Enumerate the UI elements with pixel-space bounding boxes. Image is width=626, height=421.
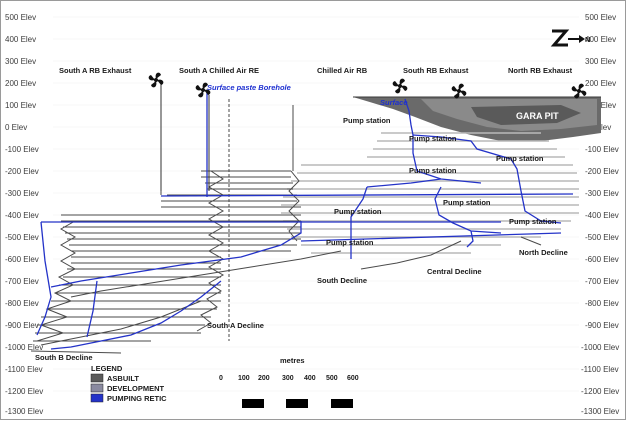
elev-label-left: -1200 Elev [5,387,43,396]
legend-label: ASBUILT [107,374,139,383]
elev-label-left: 300 Elev [5,57,36,66]
elev-label-right: 500 Elev [585,13,616,22]
vent-label: Chilled Air RB [317,66,368,75]
decline-label: South B Decline [35,353,93,362]
fan-icon [148,72,164,88]
surface-label: Surface [380,98,408,107]
pump-station-label: Pump station [496,154,544,163]
pump-station-label: Pump station [343,116,391,125]
legend-swatch-asbuilt [90,373,104,383]
legend-label: DEVELOPMENT [107,384,165,393]
decline-label: Central Decline [427,267,482,276]
elev-label-right: -400 Elev [585,211,619,220]
elev-label-left: 400 Elev [5,35,36,44]
vent-label: South RB Exhaust [403,66,469,75]
elev-label-left: -500 Elev [5,233,39,242]
scale-tick-label: 500 [326,375,338,382]
elev-label-left: -300 Elev [5,189,39,198]
legend: LEGEND ASBUILT DEVELOPMENT PUMPING RETIC [90,364,167,403]
scale-tick-label: 0 [219,375,223,382]
elev-label-left: 100 Elev [5,101,36,110]
decline-label: South A Decline [207,321,264,330]
elev-label-right: -1000 Elev [581,343,619,352]
elev-label-right: -200 Elev [585,167,619,176]
elev-label-right: -600 Elev [585,255,619,264]
pump-station-label: Pump station [334,207,382,216]
left-elevation-axis: 500 Elev 400 Elev 300 Elev 200 Elev 100 … [5,13,43,416]
elev-label-left: 500 Elev [5,13,36,22]
elev-label-right: 300 Elev [585,57,616,66]
vent-label: South A RB Exhaust [59,66,132,75]
pump-station-label: Pump station [326,238,374,247]
vent-shafts [160,85,210,191]
pump-station-label: Pump station [409,166,457,175]
gara-pit: GARA PIT [353,96,601,141]
borehole-label: Surface paste Borehole [207,83,291,92]
scale-block [242,399,264,408]
elev-label-left: -700 Elev [5,277,39,286]
elev-label-left: -1300 Elev [5,407,43,416]
right-elevation-axis: 500 Elev 400 Elev 300 Elev 200 Elev 100 … [581,13,619,416]
scale-tick-label: 200 [258,375,270,382]
elev-label-right: -900 Elev [585,321,619,330]
elev-label-left: -1100 Elev [5,365,43,374]
north-arrow-icon [550,29,585,47]
elev-label-right: -500 Elev [585,233,619,242]
legend-title: LEGEND [91,364,123,373]
scale-title: metres [280,356,305,365]
pumping-reticulation [36,91,574,350]
elev-label-left: -1000 Elev [5,343,43,352]
elev-label-left: -200 Elev [5,167,39,176]
elev-label-right: -1100 Elev [581,365,619,374]
elev-label-right: 200 Elev [585,79,616,88]
elev-label-right: -100 Elev [585,145,619,154]
vent-label: South A Chilled Air RE [179,66,259,75]
elev-label-left: -400 Elev [5,211,39,220]
elev-label-left: -100 Elev [5,145,39,154]
elev-label-right: -700 Elev [585,277,619,286]
scale-tick-label: 600 [347,375,359,382]
scale-block [286,399,308,408]
fan-icon [571,83,587,99]
elev-label-right: -1300 Elev [581,407,619,416]
pump-station-label: Pump station [443,198,491,207]
elev-label-left: 0 Elev [5,123,27,132]
pump-station-label: Pump station [409,134,457,143]
decline-label: South Decline [317,276,367,285]
pit-label: GARA PIT [516,111,559,121]
scale-tick-label: 300 [282,375,294,382]
elev-label-right: -800 Elev [585,299,619,308]
north-label: N [585,35,590,44]
elev-label-left: -900 Elev [5,321,39,330]
pump-station-label: Pump station [509,217,557,226]
elev-label-right: -300 Elev [585,189,619,198]
legend-swatch-pumping-retic [90,393,104,403]
elev-label-right: 400 Elev [585,35,616,44]
vent-label: North RB Exhaust [508,66,573,75]
decline-label: North Decline [519,248,568,257]
scale-bar: metres 0 100 200 300 400 500 600 [219,356,359,408]
scale-block [331,399,353,408]
fan-icon [195,82,211,98]
legend-swatch-development [90,383,104,393]
scale-tick-label: 100 [238,375,250,382]
legend-label: PUMPING RETIC [107,394,167,403]
elev-label-right: -1200 Elev [581,387,619,396]
development-drives [281,132,579,254]
fan-icon [451,83,467,99]
elevation-gridlines [53,16,579,392]
fan-icon [392,78,408,94]
scale-tick-label: 400 [304,375,316,382]
elev-label-left: 200 Elev [5,79,36,88]
elev-label-left: -800 Elev [5,299,39,308]
elev-label-left: -600 Elev [5,255,39,264]
